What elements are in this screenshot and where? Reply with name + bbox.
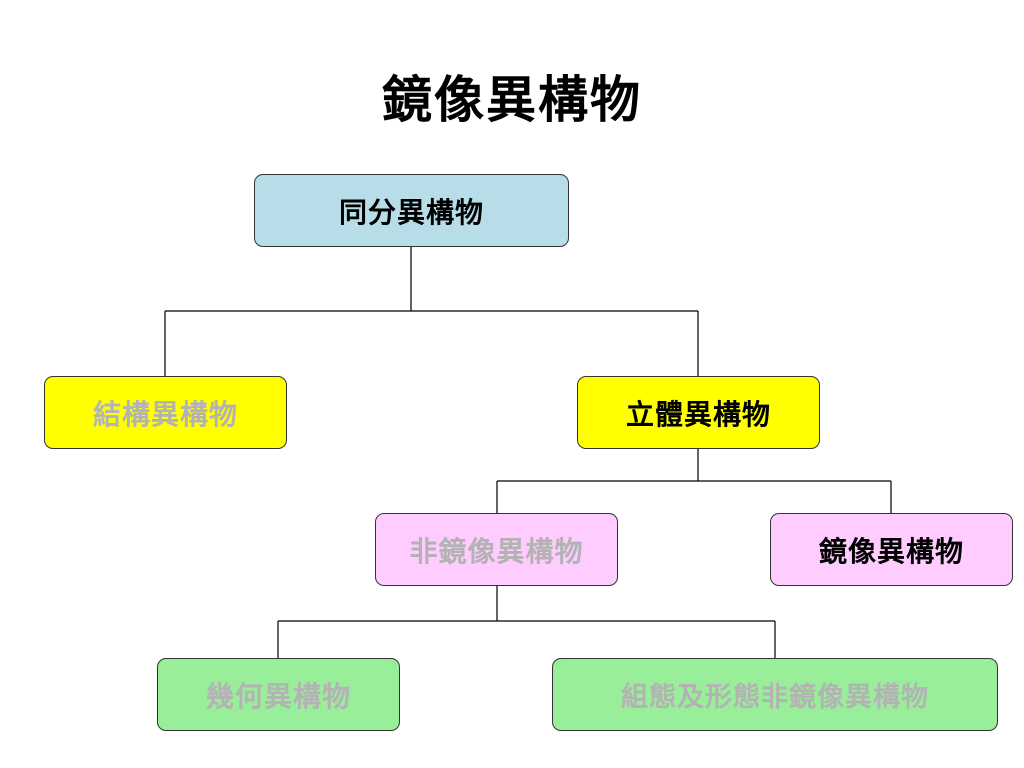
node-structural-isomers: 結構異構物 — [44, 376, 287, 449]
node-diastereomers-label: 非鏡像異構物 — [409, 534, 584, 568]
node-isomers: 同分異構物 — [254, 174, 569, 247]
node-conformational-diastereomers: 組態及形態非鏡像異構物 — [552, 658, 998, 731]
node-geometric-isomers: 幾何異構物 — [157, 658, 400, 731]
node-geometric-isomers-label: 幾何異構物 — [205, 679, 351, 713]
node-conformational-diastereomers-label: 組態及形態非鏡像異構物 — [621, 682, 929, 713]
slide-title: 鏡像異構物 — [382, 70, 642, 129]
node-structural-isomers-label: 結構異構物 — [92, 397, 238, 431]
node-stereoisomers: 立體異構物 — [577, 376, 820, 449]
node-isomers-label: 同分異構物 — [338, 195, 484, 229]
node-diastereomers: 非鏡像異構物 — [375, 513, 618, 586]
node-enantiomers: 鏡像異構物 — [770, 513, 1013, 586]
node-stereoisomers-label: 立體異構物 — [625, 397, 771, 431]
node-enantiomers-label: 鏡像異構物 — [818, 534, 964, 568]
